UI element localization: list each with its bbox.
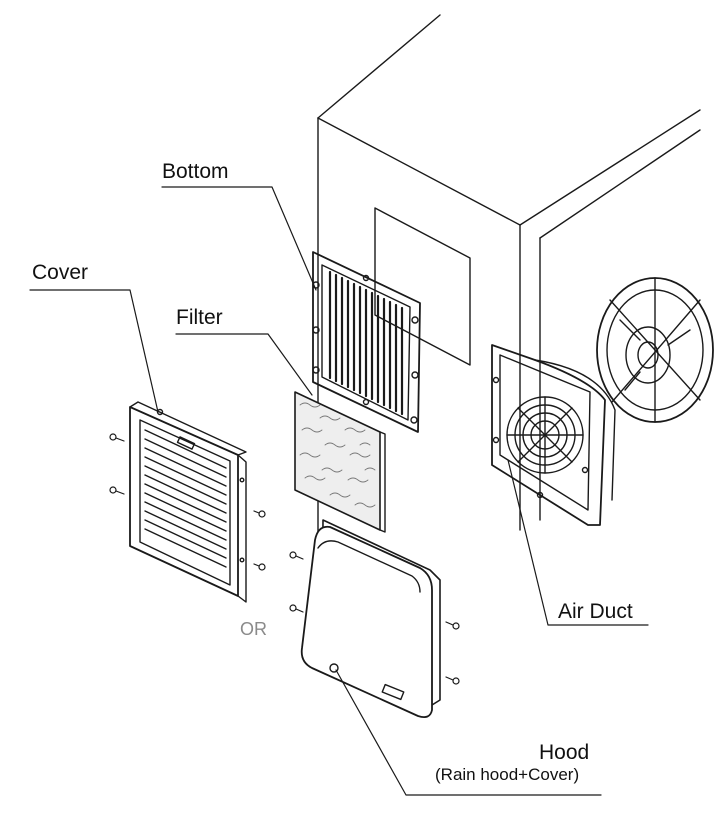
leader-lines <box>29 186 649 796</box>
screw <box>445 621 460 630</box>
bottom-grille-slats <box>328 270 404 416</box>
screw <box>253 563 266 571</box>
bottom-leader <box>161 186 317 291</box>
fan <box>596 277 714 423</box>
air-duct-label: Air Duct <box>558 600 633 623</box>
or-label: OR <box>240 619 267 639</box>
bottom-grille <box>312 251 421 433</box>
filter-leader <box>175 333 313 396</box>
air-duct <box>491 344 616 526</box>
cover-leader <box>29 289 159 413</box>
screw <box>289 604 304 613</box>
screw <box>253 510 266 518</box>
screws <box>109 433 460 685</box>
cover-label: Cover <box>32 261 89 284</box>
hood-sub-label: (Rain hood+Cover) <box>435 765 580 784</box>
hood-leader <box>335 669 602 796</box>
hood <box>300 519 441 719</box>
screw <box>289 551 304 560</box>
filter-texture <box>299 402 376 508</box>
cover <box>129 401 247 603</box>
enclosure <box>317 14 701 641</box>
air-duct-leader <box>507 459 649 626</box>
hood-label: Hood <box>539 741 590 764</box>
screw <box>445 676 460 685</box>
cover-louvers <box>144 429 227 568</box>
screw <box>109 433 125 442</box>
filter-label: Filter <box>176 306 223 329</box>
filter <box>294 391 386 533</box>
screw <box>109 486 125 495</box>
bottom-label: Bottom <box>162 160 229 183</box>
